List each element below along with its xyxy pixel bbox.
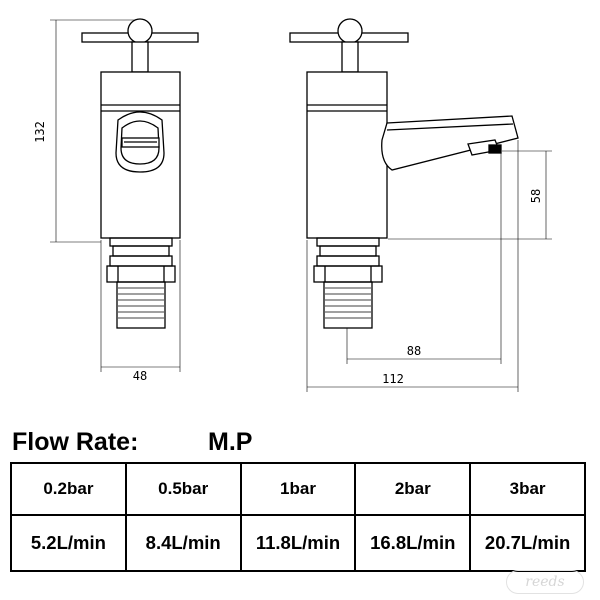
flow-value-row: 5.2L/min 8.4L/min 11.8L/min 16.8L/min 20… bbox=[10, 514, 586, 572]
dimension-lines bbox=[50, 19, 552, 392]
pressure-header-cell: 1bar bbox=[239, 462, 357, 516]
flow-rate-heading: Flow Rate: M.P bbox=[12, 426, 252, 458]
side-view bbox=[289, 18, 519, 329]
flow-value-cell: 11.8L/min bbox=[239, 514, 357, 572]
brand-watermark: reeds bbox=[506, 570, 584, 594]
flow-rate-table: 0.2bar 0.5bar 1bar 2bar 3bar 5.2L/min 8.… bbox=[10, 462, 586, 572]
pressure-header-cell: 0.5bar bbox=[124, 462, 242, 516]
flow-rate-title: Flow Rate: bbox=[12, 428, 139, 456]
spout-height-dimension-label: 58 bbox=[529, 189, 543, 203]
height-dimension-label: 132 bbox=[33, 121, 47, 143]
tap-technical-drawing: 132 48 58 88 112 bbox=[33, 18, 552, 392]
overall-depth-dimension-label: 112 bbox=[382, 372, 404, 386]
pressure-header-cell: 3bar bbox=[469, 462, 586, 516]
pressure-header-cell: 2bar bbox=[354, 462, 472, 516]
pressure-type-label: M.P bbox=[208, 428, 253, 456]
flow-value-cell: 20.7L/min bbox=[469, 514, 586, 572]
pressure-header-cell: 0.2bar bbox=[10, 462, 127, 516]
front-view bbox=[81, 18, 199, 329]
front-width-dimension-label: 48 bbox=[133, 369, 147, 383]
pressure-header-row: 0.2bar 0.5bar 1bar 2bar 3bar bbox=[10, 462, 586, 516]
flow-value-cell: 16.8L/min bbox=[354, 514, 472, 572]
spout-reach-dimension-label: 88 bbox=[407, 344, 421, 358]
flow-value-cell: 5.2L/min bbox=[10, 514, 127, 572]
flow-value-cell: 8.4L/min bbox=[124, 514, 242, 572]
